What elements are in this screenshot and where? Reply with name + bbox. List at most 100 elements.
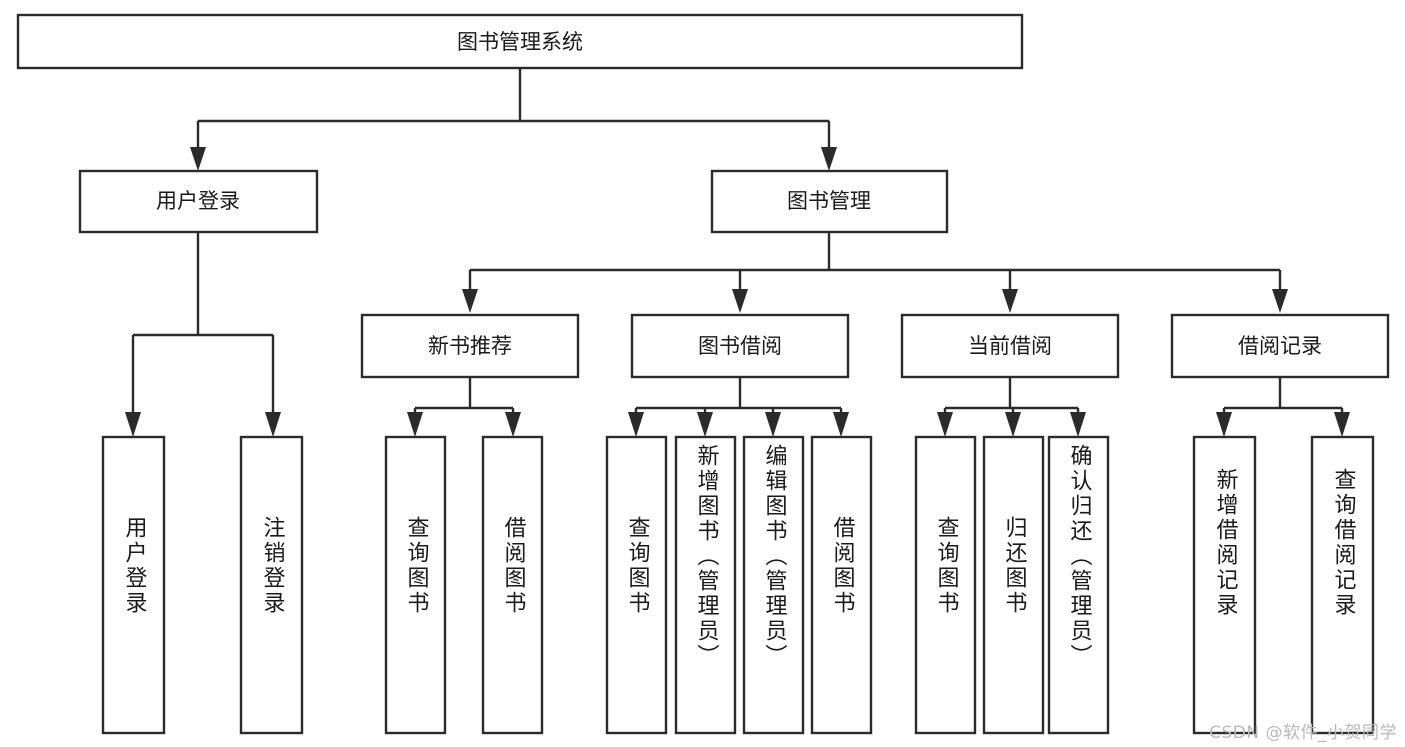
- leaf-user-login-label: 用户登录: [121, 516, 147, 616]
- node-new-book-recommend[interactable]: 新书推荐: [360, 313, 580, 379]
- leaf-add-record-label: 新增借阅记录: [1212, 468, 1238, 618]
- leaf-add-book[interactable]: 新增图书（管理员）: [674, 435, 737, 735]
- leaf-edit-book-box[interactable]: [742, 435, 805, 735]
- leaf-user-login-box[interactable]: [101, 435, 166, 735]
- leaf-query-record-box[interactable]: [1310, 435, 1375, 735]
- leaf-borrow-book-2-text-area: 借阅图书: [829, 516, 855, 616]
- leaf-query-record-text-area: 查询借阅记录: [1330, 468, 1356, 618]
- leaf-query-book-3-label: 查询图书: [933, 516, 959, 616]
- leaf-return-book-text-area: 归还图书: [1001, 516, 1027, 616]
- leaf-confirm-return-label: 确认归还（管理员）: [1066, 444, 1092, 669]
- leaf-user-logout-text-area: 注销登录: [259, 516, 285, 616]
- leaf-query-record[interactable]: 查询借阅记录: [1310, 435, 1375, 735]
- connector-group-borrow-record: [1216, 378, 1350, 437]
- leaf-user-login[interactable]: 用户登录: [101, 435, 166, 735]
- leaf-user-logout-box[interactable]: [239, 435, 304, 735]
- leaf-query-book-3-box[interactable]: [914, 435, 977, 735]
- leaf-query-book-2-label: 查询图书: [624, 516, 650, 616]
- node-current-borrow-box[interactable]: [900, 313, 1120, 379]
- node-borrow-record-label: 借阅记录: [1238, 334, 1322, 358]
- leaf-query-book-2-box[interactable]: [605, 435, 668, 735]
- node-current-borrow-label: 当前借阅: [968, 334, 1052, 358]
- leaf-return-book-box[interactable]: [982, 435, 1045, 735]
- arrow-nbr-leaf-2: [505, 412, 521, 437]
- arrow-bm-new-book-recommend: [462, 289, 478, 313]
- arrow-cb-leaf-1: [937, 412, 953, 437]
- arrow-cb-leaf-3: [1070, 412, 1086, 437]
- node-book-borrow-box[interactable]: [630, 313, 850, 379]
- leaf-add-book-box[interactable]: [674, 435, 737, 735]
- connector-group-current-borrow: [937, 378, 1086, 437]
- leaf-return-book-label: 归还图书: [1001, 516, 1027, 616]
- leaf-return-book[interactable]: 归还图书: [982, 435, 1045, 735]
- arrow-root-to-book-management: [821, 147, 837, 171]
- leaf-confirm-return-text-area: 确认归还（管理员）: [1066, 444, 1092, 669]
- leaf-add-record[interactable]: 新增借阅记录: [1192, 435, 1257, 735]
- node-book-borrow[interactable]: 图书借阅: [630, 313, 850, 379]
- leaf-query-book-2-text-area: 查询图书: [624, 516, 650, 616]
- node-borrow-record-box[interactable]: [1170, 313, 1390, 379]
- leaf-edit-book-label: 编辑图书（管理员）: [761, 444, 787, 669]
- arrow-bb-leaf-3: [765, 412, 781, 437]
- leaf-query-book-1-box[interactable]: [384, 435, 447, 735]
- leaf-borrow-book-1[interactable]: 借阅图书: [481, 435, 544, 735]
- leaf-user-login-text-area: 用户登录: [121, 516, 147, 616]
- node-root-box[interactable]: [16, 13, 1024, 70]
- leaf-borrow-book-2-label: 借阅图书: [829, 516, 855, 616]
- leaf-borrow-book-2-box[interactable]: [810, 435, 873, 735]
- leaf-user-logout-label: 注销登录: [259, 516, 285, 616]
- leaf-edit-book[interactable]: 编辑图书（管理员）: [742, 435, 805, 735]
- arrow-bm-current-borrow: [1002, 289, 1018, 313]
- node-user-login[interactable]: 用户登录: [78, 169, 319, 234]
- node-new-book-recommend-box[interactable]: [360, 313, 580, 379]
- arrow-cb-leaf-2: [1005, 412, 1021, 437]
- node-root-label: 图书管理系统: [457, 30, 583, 54]
- node-book-management-label: 图书管理: [787, 189, 871, 213]
- connector-group-user-login: [125, 232, 281, 437]
- connector-group-new-book-recommend: [407, 378, 521, 437]
- node-book-management-box[interactable]: [710, 169, 949, 234]
- leaf-query-record-label: 查询借阅记录: [1330, 468, 1356, 618]
- arrow-bb-leaf-4: [833, 412, 849, 437]
- connector-group-book-management: [462, 232, 1288, 313]
- leaf-add-book-text-area: 新增图书（管理员）: [693, 444, 719, 669]
- node-user-login-label: 用户登录: [156, 189, 240, 213]
- arrow-bm-borrow-record: [1272, 289, 1288, 313]
- arrow-bm-book-borrow: [732, 289, 748, 313]
- leaf-confirm-return-box[interactable]: [1047, 435, 1110, 735]
- arrow-br-leaf-1: [1216, 412, 1232, 437]
- arrow-bb-leaf-2: [697, 412, 713, 437]
- leaf-confirm-return[interactable]: 确认归还（管理员）: [1047, 435, 1110, 735]
- arrow-user-login-leaf-2: [265, 412, 281, 437]
- leaf-query-book-1[interactable]: 查询图书: [384, 435, 447, 735]
- leaf-query-book-3-text-area: 查询图书: [933, 516, 959, 616]
- connector-group-root: [190, 68, 837, 171]
- leaf-query-book-3[interactable]: 查询图书: [914, 435, 977, 735]
- arrow-root-to-user-login: [190, 147, 206, 171]
- arrow-user-login-leaf-1: [125, 412, 141, 437]
- arrow-br-leaf-2: [1334, 412, 1350, 437]
- leaf-add-record-box[interactable]: [1192, 435, 1257, 735]
- leaf-borrow-book-1-label: 借阅图书: [500, 516, 526, 616]
- node-book-management[interactable]: 图书管理: [710, 169, 949, 234]
- leaf-add-book-label: 新增图书（管理员）: [693, 444, 719, 669]
- leaf-query-book-1-text-area: 查询图书: [403, 516, 429, 616]
- arrow-bb-leaf-1: [628, 412, 644, 437]
- node-user-login-box[interactable]: [78, 169, 319, 234]
- leaf-user-logout[interactable]: 注销登录: [239, 435, 304, 735]
- leaf-borrow-book-1-box[interactable]: [481, 435, 544, 735]
- leaf-query-book-2[interactable]: 查询图书: [605, 435, 668, 735]
- leaf-add-record-text-area: 新增借阅记录: [1212, 468, 1238, 618]
- node-book-borrow-label: 图书借阅: [698, 334, 782, 358]
- leaf-query-book-1-label: 查询图书: [403, 516, 429, 616]
- connector-group-book-borrow: [628, 378, 849, 437]
- leaf-borrow-book-2[interactable]: 借阅图书: [810, 435, 873, 735]
- leaf-edit-book-text-area: 编辑图书（管理员）: [761, 444, 787, 669]
- node-new-book-recommend-label: 新书推荐: [428, 334, 512, 358]
- node-current-borrow[interactable]: 当前借阅: [900, 313, 1120, 379]
- arrow-nbr-leaf-1: [407, 412, 423, 437]
- node-root[interactable]: 图书管理系统: [16, 13, 1024, 70]
- node-borrow-record[interactable]: 借阅记录: [1170, 313, 1390, 379]
